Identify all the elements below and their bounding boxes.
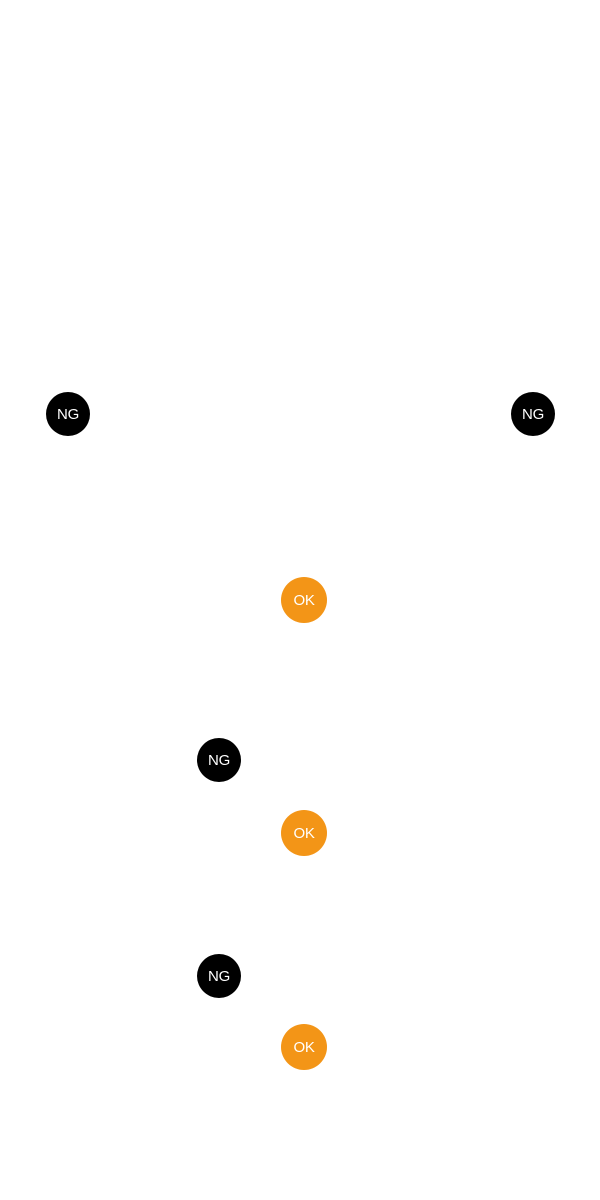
badge-label: OK (293, 824, 315, 842)
badge-label: NG (522, 405, 544, 423)
badge-label: OK (293, 1038, 315, 1056)
ng-badge: NG (511, 392, 555, 436)
badge-label: OK (293, 591, 315, 609)
ng-badge: NG (197, 954, 241, 998)
ng-badge: NG (46, 392, 90, 436)
ok-badge: OK (281, 1024, 327, 1070)
badge-label: NG (208, 967, 230, 985)
ng-badge: NG (197, 738, 241, 782)
badge-label: NG (208, 751, 230, 769)
badge-label: NG (57, 405, 79, 423)
ok-badge: OK (281, 810, 327, 856)
ok-badge: OK (281, 577, 327, 623)
